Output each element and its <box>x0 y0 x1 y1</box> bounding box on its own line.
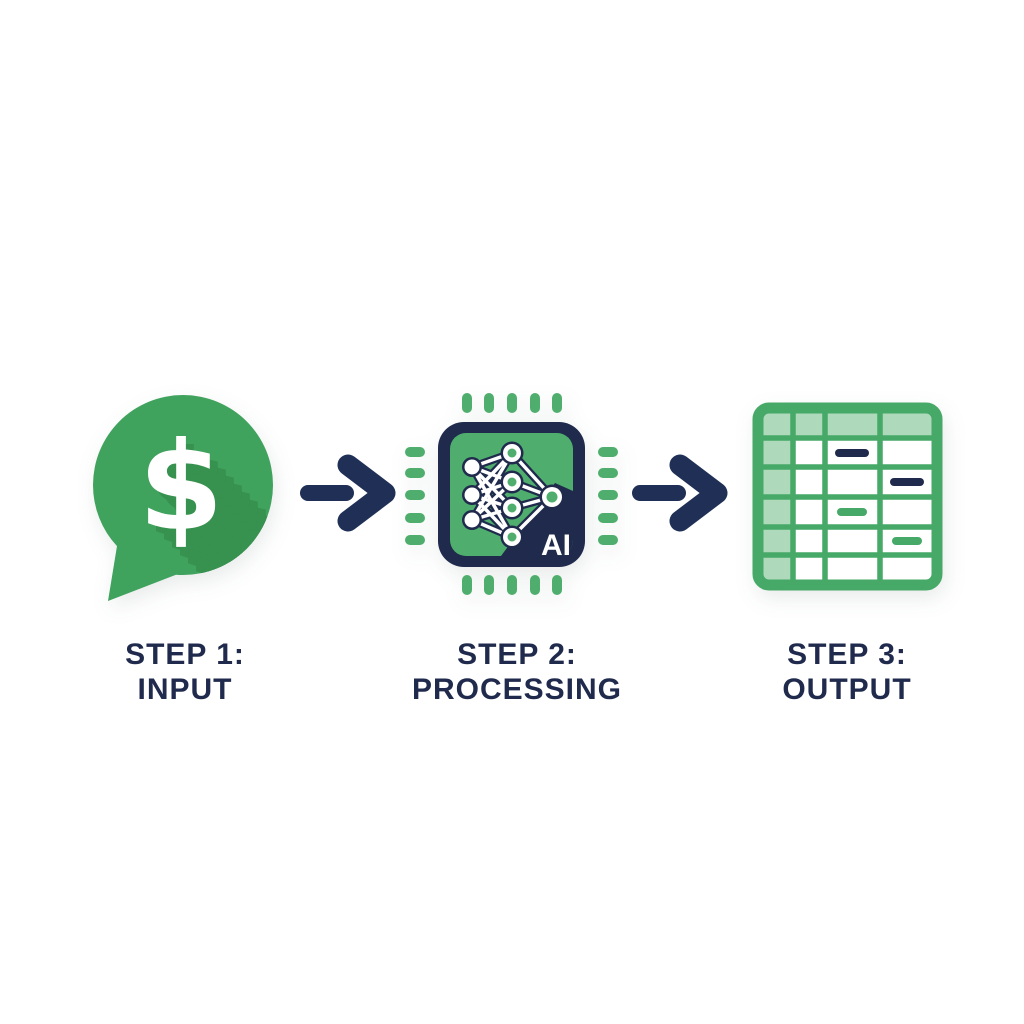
chip-ai-label: AI <box>541 529 571 562</box>
output-node <box>539 484 565 510</box>
step-3-label-line1: STEP 3: <box>787 638 907 671</box>
table-cell-dash-green <box>892 537 922 545</box>
step-1-label: STEP 1: INPUT <box>35 637 335 707</box>
table-cell-dash-navy <box>890 478 924 486</box>
step-2-label-line1: STEP 2: <box>457 638 577 671</box>
step-1-label-line2: INPUT <box>137 673 233 706</box>
arrow-right-icon <box>300 454 396 532</box>
chip-pins <box>405 393 618 595</box>
arrow-right-icon <box>632 454 728 532</box>
table-grid-lines <box>758 408 937 585</box>
step-2-label: STEP 2: PROCESSING <box>367 637 667 707</box>
table-cell-dash-green <box>837 508 867 516</box>
step-2-label-line2: PROCESSING <box>411 673 623 706</box>
dollar-speech-bubble-icon: $ <box>93 395 273 601</box>
dollar-sign <box>138 416 224 558</box>
ai-chip-icon: AI <box>405 393 618 595</box>
input-nodes <box>462 457 482 530</box>
step-3-label-line2: OUTPUT <box>782 673 912 706</box>
neural-network <box>462 441 565 549</box>
table-cell-dash-navy <box>835 449 869 457</box>
table-cell-dashes <box>835 449 924 545</box>
step-1-label-line1: STEP 1: <box>125 638 245 671</box>
data-table-icon <box>752 402 943 591</box>
hidden-nodes <box>500 441 524 549</box>
table-border <box>752 402 943 591</box>
step-3-label: STEP 3: OUTPUT <box>697 637 997 707</box>
